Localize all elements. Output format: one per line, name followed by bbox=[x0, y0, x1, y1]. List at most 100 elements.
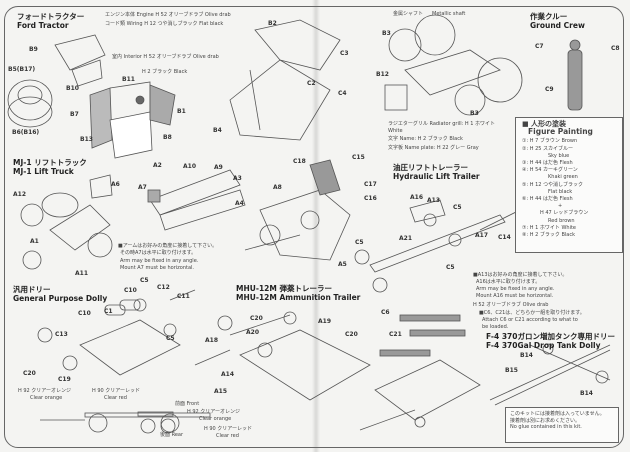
part-label: C20 bbox=[23, 370, 36, 377]
mj1-title-en: MJ-1 Lift Truck bbox=[13, 167, 74, 176]
part-label: A2 bbox=[153, 162, 162, 169]
mhu12m-trailer-drawing bbox=[194, 311, 371, 401]
part-label: B4 bbox=[213, 127, 222, 134]
part-label: A16 bbox=[410, 194, 423, 201]
part-label: A14 bbox=[221, 371, 234, 378]
rear-label: 後面 Rear bbox=[160, 432, 184, 438]
hydraulic-arm-note: Arm may be fixed in any angle. bbox=[476, 286, 555, 292]
ford-tractor-title-en: Ford Tractor bbox=[17, 21, 69, 30]
paint-item: + bbox=[558, 203, 563, 210]
paint-item: ⑤: H 12 つや消しブラック bbox=[522, 181, 584, 188]
part-label: B15 bbox=[505, 367, 518, 374]
drop-tank-dolly-drawing bbox=[489, 343, 611, 406]
part-label: C5 bbox=[355, 239, 364, 246]
metal-shaft-label-jp: 金属シャフト bbox=[393, 11, 424, 17]
part-label: C18 bbox=[293, 158, 306, 165]
gp-dolly-title-jp: 汎用ドリー bbox=[13, 285, 51, 294]
no-glue-text-en: No glue contained in this kit. bbox=[510, 424, 582, 430]
part-label: A6 bbox=[111, 181, 120, 188]
part-label: B3 bbox=[470, 110, 479, 117]
paint-item: ⑥: H 44 はだ色 Flesh bbox=[522, 196, 573, 203]
ground-crew-title-en: Ground Crew bbox=[530, 21, 585, 30]
part-label: A5 bbox=[338, 261, 347, 268]
part-label: A11 bbox=[75, 270, 88, 277]
page-fold bbox=[312, 0, 320, 452]
part-label: C6 bbox=[381, 309, 390, 316]
part-label: C15 bbox=[352, 154, 365, 161]
paint-item: ⑦: H 1 ホワイト White bbox=[522, 224, 577, 231]
front-label: 前面 Front bbox=[175, 401, 200, 407]
paint-item: ③: H 44 はだ色 Flesh bbox=[522, 160, 573, 167]
part-label: A15 bbox=[214, 388, 227, 395]
arm-note: その時A7は水平に取り付けます。 bbox=[120, 250, 197, 256]
black-paint-note: H 2 ブラック Black bbox=[142, 69, 188, 75]
part-label: B10 bbox=[66, 85, 79, 92]
attach-note: Attach C6 or C21 according to what to bbox=[482, 317, 578, 323]
rear-clear-red-note: H 90 クリアーレッド bbox=[204, 426, 253, 432]
part-label: B6(B16) bbox=[12, 129, 40, 136]
metal-shaft-label-en: Metallic shaft bbox=[432, 11, 466, 17]
lift-arm-drawing bbox=[147, 169, 246, 231]
part-label: C14 bbox=[498, 234, 511, 241]
rear-clear-red-en: Clear red bbox=[216, 433, 239, 439]
part-label: B5(B17) bbox=[8, 66, 36, 73]
sheet-border bbox=[4, 6, 624, 448]
part-label: B7 bbox=[70, 111, 79, 118]
part-label: A12 bbox=[13, 191, 26, 198]
hydraulic-title-en: Hydraulic Lift Trailer bbox=[393, 172, 480, 181]
part-label: B13 bbox=[80, 136, 93, 143]
attach-note: ■C6、C21は、どちらか一組を取り付けます。 bbox=[479, 310, 585, 316]
paint-item: ⑧: H 2 ブラック Black bbox=[522, 232, 575, 239]
part-label: A7 bbox=[138, 184, 147, 191]
part-label: C16 bbox=[364, 195, 377, 202]
part-label: C9 bbox=[545, 86, 554, 93]
ground-crew-title-jp: 作業クルー bbox=[530, 12, 568, 21]
nameplate-paint-note: 文字板 Name plate: H 22 グレー Gray bbox=[388, 145, 479, 151]
part-label: B8 bbox=[163, 134, 172, 141]
arm-note: ■アームはお好みの角度に接着して下さい。 bbox=[118, 243, 218, 249]
part-label: B14 bbox=[520, 352, 533, 359]
part-label: C11 bbox=[177, 293, 190, 300]
mhu12m-title-en: MHU-12M Ammunition Trailer bbox=[236, 293, 361, 302]
mj1-title-jp: MJ-1 リフトトラック bbox=[13, 158, 87, 167]
part-label: C19 bbox=[58, 376, 71, 383]
part-label: B9 bbox=[29, 46, 38, 53]
part-label: B3 bbox=[382, 30, 391, 37]
clear-red-note-en: Clear red bbox=[104, 395, 127, 401]
clear-red-note: H 90 クリアーレッド bbox=[92, 388, 141, 394]
hydraulic-title-jp: 油圧リフトトレーラー bbox=[393, 163, 468, 172]
interior-drawing bbox=[89, 81, 176, 159]
part-label: A4 bbox=[235, 200, 244, 207]
part-label: A10 bbox=[183, 163, 196, 170]
mhu12m-loaded-drawing bbox=[359, 314, 481, 431]
clear-orange-note-en: Clear orange bbox=[30, 395, 63, 401]
part-label: C20 bbox=[250, 315, 263, 322]
part-label: C20 bbox=[345, 331, 358, 338]
engine-paint-note: エンジン本体 Engine H 52 オリーブドラブ Olive drab bbox=[105, 12, 231, 18]
figure-painting-box: ■ 人形の塗装 Figure Painting ①: H 7 ブラウン Brow… bbox=[515, 117, 623, 253]
clear-orange-note: H 92 クリアーオレンジ bbox=[18, 388, 72, 394]
no-glue-text-jp: 接着剤は別にお求めください。 bbox=[510, 417, 581, 424]
wiring-paint-note: コード類 Wiring H 12 つや消しブラック Flat black bbox=[105, 21, 224, 27]
tractor-frame-drawing bbox=[229, 19, 341, 141]
paint-item: Red brown bbox=[548, 217, 575, 224]
figure-painting-title-en: Figure Painting bbox=[528, 127, 593, 137]
part-label: B1 bbox=[177, 108, 186, 115]
lift-truck-assembly-drawing bbox=[244, 159, 351, 261]
crew-figure-drawing bbox=[567, 39, 583, 111]
part-label: C1 bbox=[104, 308, 113, 315]
part-label: A21 bbox=[399, 235, 412, 242]
lift-truck-drawing bbox=[20, 174, 113, 270]
part-label: C4 bbox=[338, 90, 347, 97]
arm-note: Arm may be fixed in any angle. bbox=[120, 258, 199, 264]
part-label: C5 bbox=[140, 277, 149, 284]
front-clear-orange-note: H 92 クリアーオレンジ bbox=[187, 409, 241, 415]
paint-item: ④: H 54 カーキグリーン bbox=[522, 167, 578, 174]
part-label: C8 bbox=[611, 45, 620, 52]
ford-tractor-wheel-drawing bbox=[7, 79, 53, 128]
part-label: C10 bbox=[78, 310, 91, 317]
part-label: C5 bbox=[453, 204, 462, 211]
part-label: C21 bbox=[389, 331, 402, 338]
part-label: B12 bbox=[376, 71, 389, 78]
radiator-paint-note: ラジエターグリル Radiator grill: H 1 ホワイト White bbox=[388, 121, 496, 134]
